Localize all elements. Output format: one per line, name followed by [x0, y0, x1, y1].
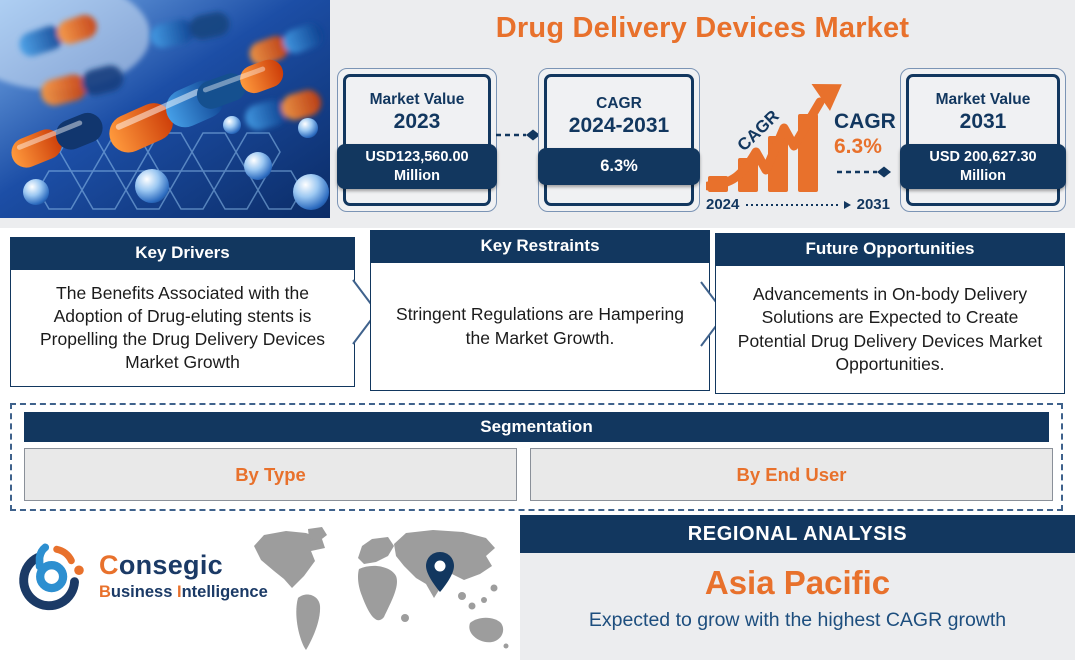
- stat-value-badge: 6.3%: [538, 147, 700, 186]
- cagr-callout-value: 6.3%: [834, 135, 882, 158]
- company-logo: Consegic Business Intelligence: [16, 538, 268, 614]
- end-year: 2031: [856, 196, 890, 213]
- segment-by-type: By Type: [24, 448, 517, 501]
- region-subtitle: Expected to grow with the highest CAGR g…: [588, 609, 1007, 631]
- segmentation-header: Segmentation: [24, 412, 1049, 442]
- panel-text: Stringent Regulations are Hampering the …: [370, 262, 710, 391]
- cagr-callout-label: CAGR: [834, 110, 896, 133]
- stat-box-2031: Market Value 2031 USD 200,627.30 Million: [900, 68, 1066, 212]
- stat-year: 2023: [393, 109, 441, 133]
- segmentation-section: Segmentation By Type By End User: [10, 403, 1063, 511]
- timeline-years: 2024 2031: [706, 196, 890, 213]
- regional-analysis-header: REGIONAL ANALYSIS: [520, 515, 1075, 553]
- stat-box-2023: Market Value 2023 USD123,560.00 Million: [337, 68, 497, 212]
- panel-header: Future Opportunities: [715, 233, 1065, 265]
- stat-label: Market Value: [935, 90, 1031, 108]
- growth-arrow-chart: CAGR: [706, 84, 842, 192]
- arrow-right-icon: [843, 200, 851, 209]
- panel-text: Advancements in On-body Delivery Solutio…: [715, 265, 1065, 394]
- panel-text: The Benefits Associated with the Adoptio…: [10, 269, 355, 387]
- dashed-diamond-connector: [837, 166, 891, 178]
- stat-box-cagr: CAGR 2024-2031 6.3%: [538, 68, 700, 212]
- brand-name: Consegic: [99, 550, 223, 580]
- spheres: [23, 116, 329, 210]
- world-map: [254, 527, 509, 650]
- dotted-timeline-line: [746, 203, 839, 206]
- panel-header: Key Drivers: [10, 237, 355, 269]
- stat-value-badge: USD123,560.00 Million: [337, 143, 497, 190]
- brand-tagline: Business Intelligence: [99, 583, 268, 601]
- page-title: Drug Delivery Devices Market: [495, 12, 910, 44]
- panel-key-drivers: Key Drivers The Benefits Associated with…: [10, 237, 355, 387]
- stat-year: 2024-2031: [568, 113, 670, 137]
- panel-key-restraints: Key Restraints Stringent Regulations are…: [370, 230, 710, 391]
- stat-year: 2031: [959, 109, 1007, 133]
- dashed-diamond-connector: [496, 129, 540, 141]
- pills-photo: [0, 0, 330, 218]
- background-capsules: [19, 12, 323, 131]
- panel-future-opportunities: Future Opportunities Advancements in On-…: [715, 233, 1065, 394]
- region-name: Asia Pacific: [704, 564, 891, 601]
- foreground-capsules: [11, 59, 284, 168]
- segment-by-end-user: By End User: [530, 448, 1053, 501]
- cagr-callout: CAGR 6.3%: [834, 110, 896, 159]
- regional-analysis-section: REGIONAL ANALYSIS Asia Pacific Expected …: [520, 515, 1075, 660]
- stat-label: CAGR: [596, 94, 642, 112]
- stat-value-badge: USD 200,627.30 Million: [900, 143, 1066, 190]
- start-year: 2024: [706, 196, 740, 213]
- stat-label: Market Value: [369, 90, 465, 108]
- logo-mark-icon: [19, 543, 84, 611]
- panel-header: Key Restraints: [370, 230, 710, 262]
- location-pin-icon: [426, 552, 454, 592]
